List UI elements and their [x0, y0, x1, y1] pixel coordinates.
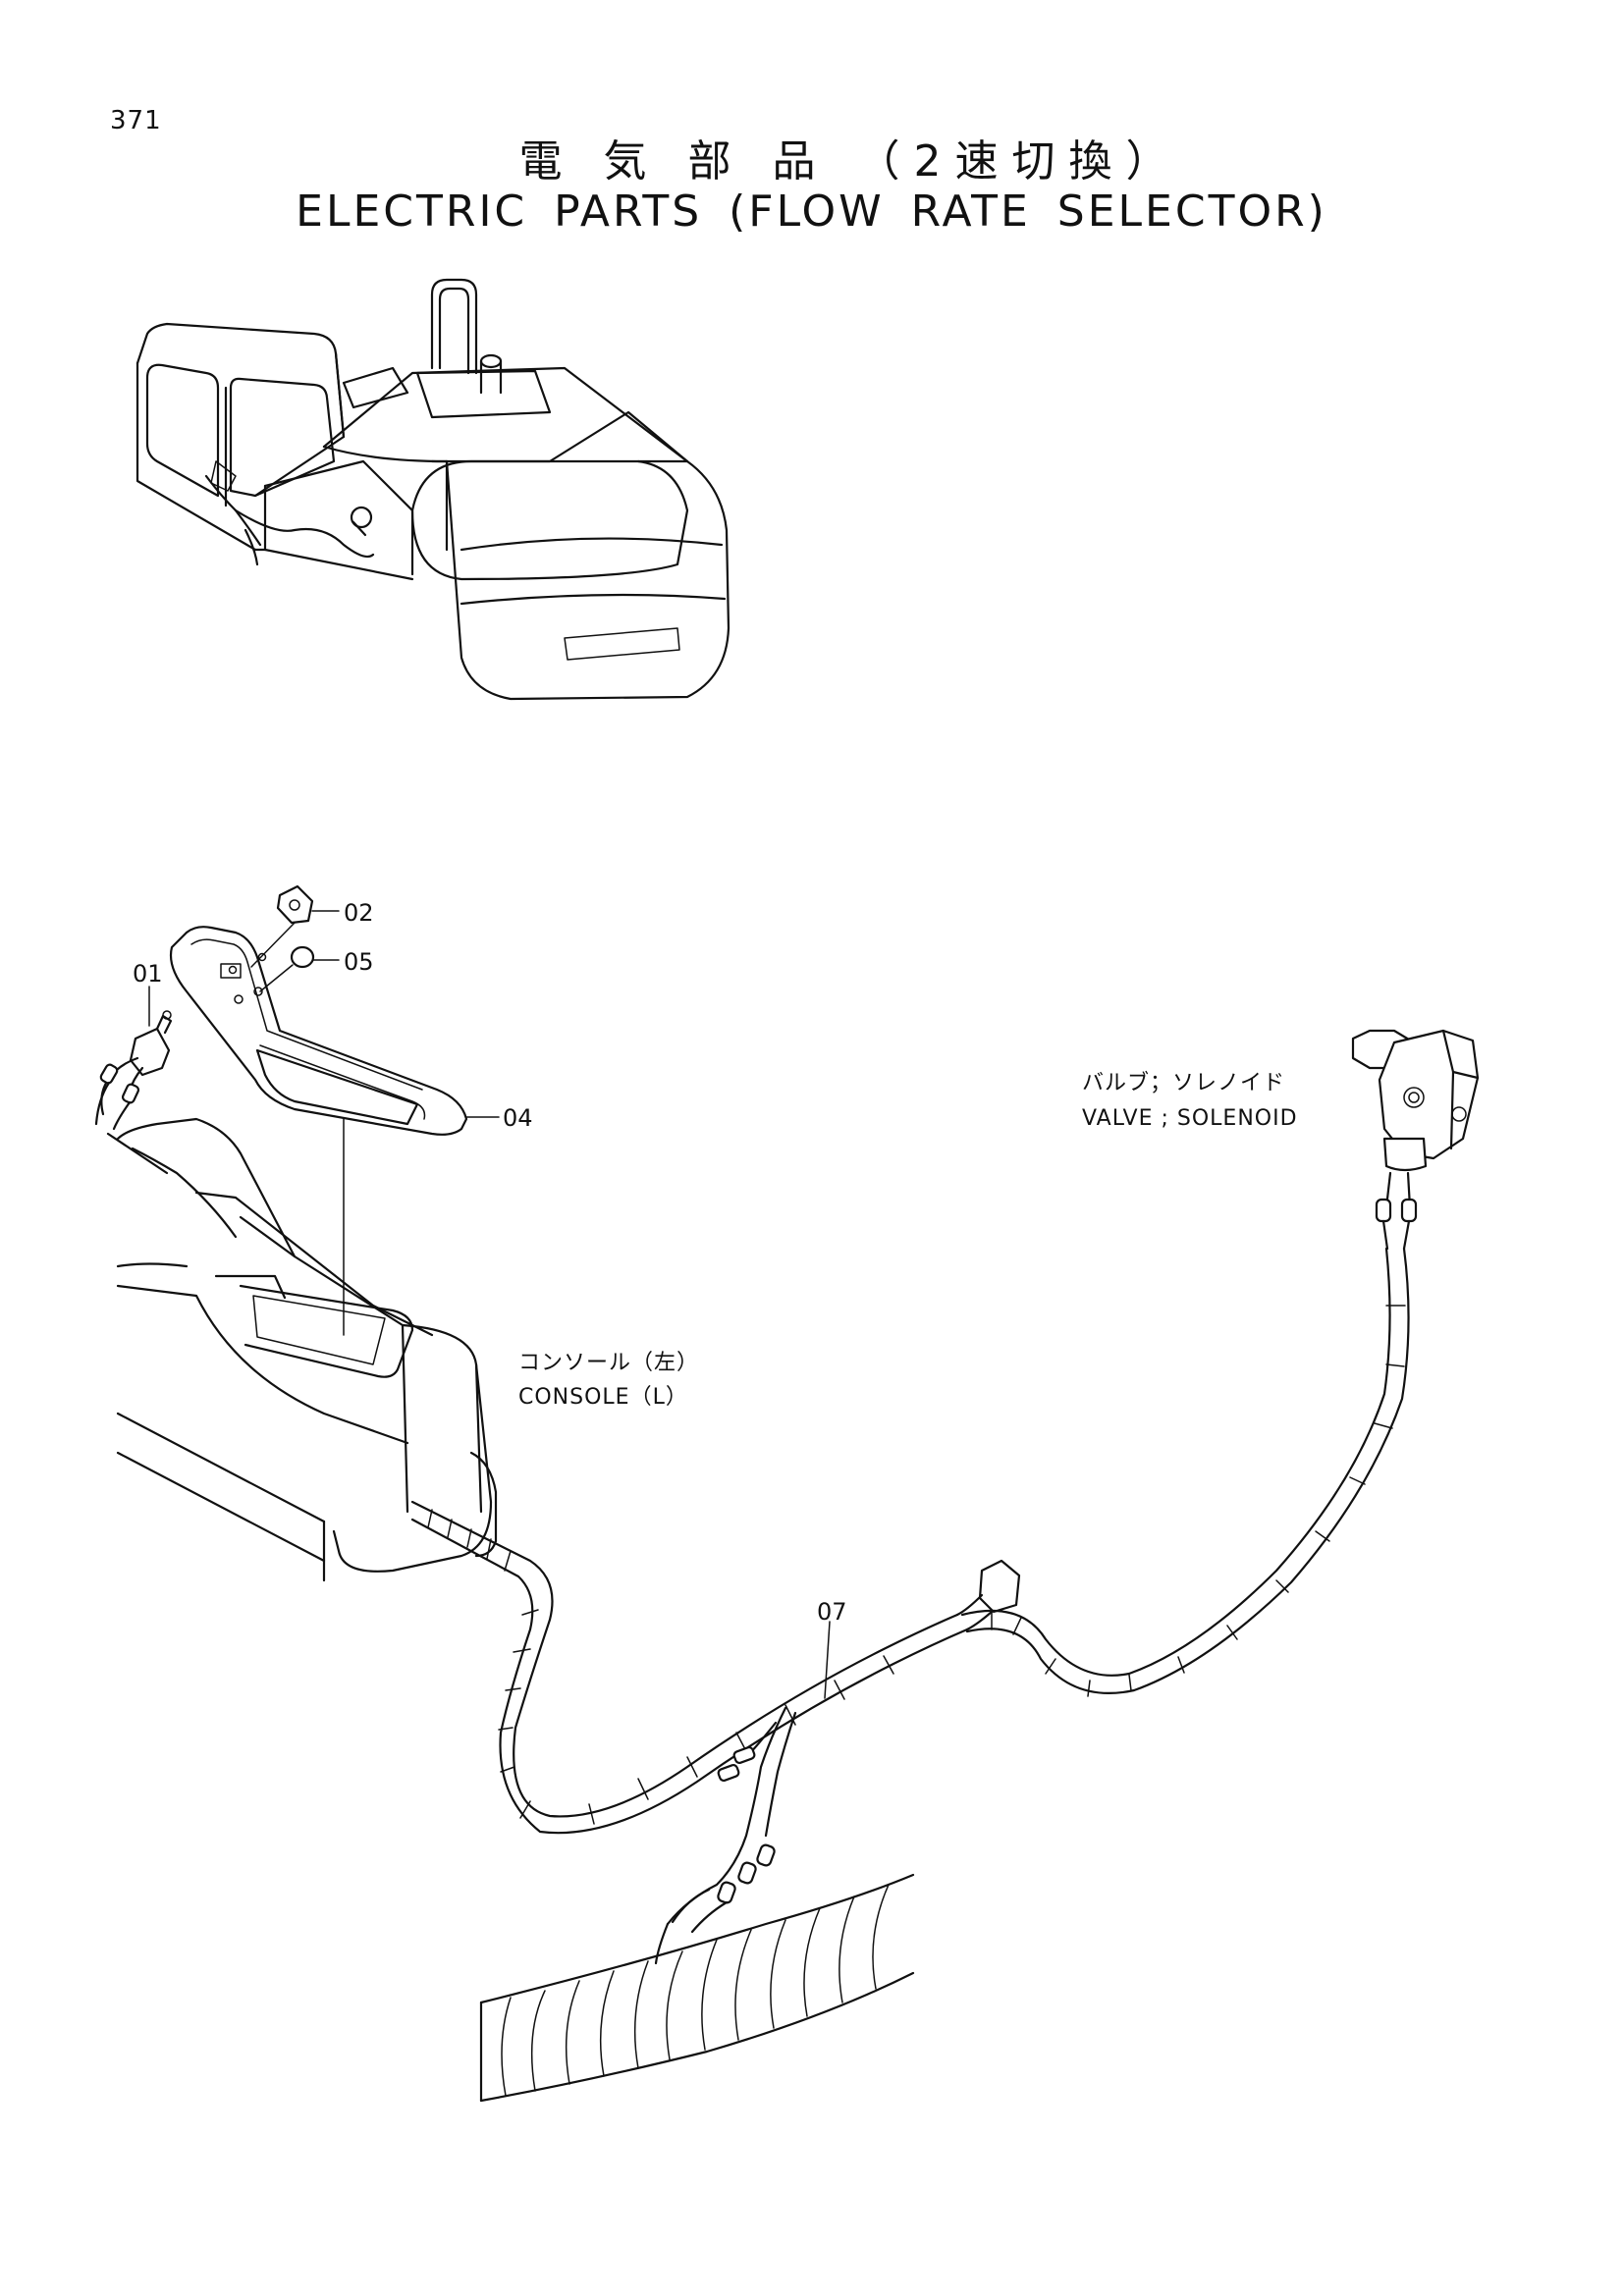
callout-02: 02 — [344, 899, 374, 927]
callout-07: 07 — [817, 1598, 847, 1626]
part-07-harness — [410, 1247, 1410, 2103]
callout-01: 01 — [133, 960, 163, 988]
callout-05: 05 — [344, 948, 374, 976]
excavator-overview — [135, 278, 730, 701]
page-number: 371 — [110, 106, 162, 135]
part-05-plug — [259, 945, 315, 992]
page-title-en: ELECTRIC PARTS (FLOW RATE SELECTOR) — [296, 187, 1327, 237]
note-console-jp: コンソール（左） — [518, 1351, 699, 1375]
solenoid-valve — [1351, 1029, 1480, 1251]
part-04-armrest-panel — [169, 926, 468, 1136]
note-console-en: CONSOLE（L） — [518, 1385, 688, 1410]
note-valve-jp: バルブ；ソレノイド — [1082, 1071, 1285, 1095]
part-02-switch-cap — [250, 884, 314, 968]
callout-leaders — [148, 910, 831, 1699]
console-left — [106, 1113, 498, 1582]
callout-04: 04 — [503, 1104, 533, 1132]
page-title-jp: 電 気 部 品 （2速切換） — [518, 136, 1183, 187]
note-valve-en: VALVE ; SOLENOID — [1082, 1106, 1298, 1131]
part-01-toggle-switch — [94, 1010, 173, 1131]
